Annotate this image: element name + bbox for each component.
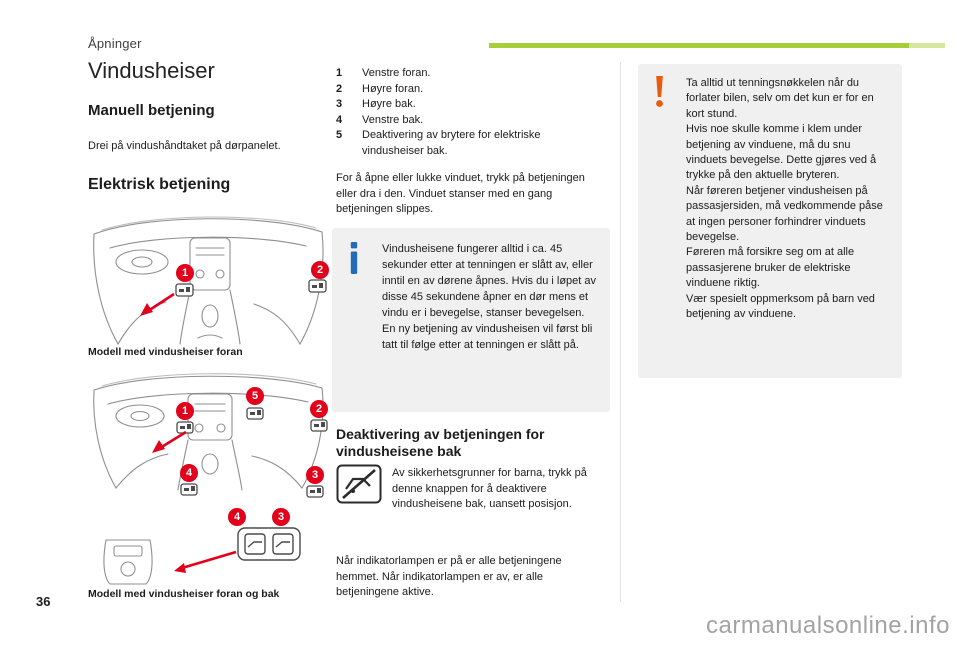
- legend-item: 5 Deaktivering av brytere for elektriske…: [336, 128, 604, 159]
- warning-paragraph: Ta alltid ut tenningsnøkkelen når du for…: [686, 77, 874, 120]
- figure-front-rear-windows: 1 5 2 4 3 4 3: [88, 364, 328, 586]
- callout-badge: 5: [246, 387, 264, 405]
- callout-badge: 1: [176, 264, 194, 282]
- warning-exclamation-icon: [653, 76, 666, 113]
- figure-caption: Modell med vindusheiser foran: [88, 346, 243, 358]
- legend-number: 1: [336, 67, 343, 79]
- rear-console-illustration: [103, 539, 153, 585]
- legend-text: Venstre bak.: [362, 113, 424, 126]
- warning-paragraph: Vær spesielt oppmerksom på barn ved betj…: [686, 292, 875, 321]
- chapter-accent-line-tail: [909, 43, 945, 48]
- legend-number: 4: [336, 113, 343, 126]
- callout-badge: 4: [228, 508, 246, 526]
- legend-number: 5: [336, 129, 343, 141]
- callout-badge: 3: [272, 508, 290, 526]
- manual-paragraph: Drei på vindushåndtaket på dørpanelet.: [88, 140, 281, 152]
- warning-paragraph: Hvis noe skulle komme i klem under betje…: [686, 123, 877, 182]
- info-icon: [348, 242, 360, 279]
- indicator-paragraph: Når indikatorlampen er på er alle betjen…: [336, 555, 562, 598]
- page-number: 36: [36, 594, 51, 609]
- warning-box: Ta alltid ut tenningsnøkkelen når du for…: [638, 64, 902, 378]
- open-close-paragraph: For å åpne eller lukke vinduet, trykk på…: [336, 172, 585, 215]
- watermark: carmanualsonline.info: [706, 612, 950, 639]
- callout-badge: 2: [310, 400, 328, 418]
- warning-paragraph: Føreren må forsikre seg om at alle passa…: [686, 246, 855, 290]
- column-divider: [620, 62, 621, 602]
- chapter-accent-line: [489, 43, 909, 48]
- chapter-label: Åpninger: [88, 36, 142, 51]
- info-box-text: Vindusheisene fungerer alltid i ca. 45 s…: [382, 243, 597, 351]
- legend-text: Deaktivering av brytere for elektriske v…: [362, 129, 541, 157]
- window-switch-icon: [175, 279, 327, 297]
- legend-number: 3: [336, 98, 343, 110]
- legend-item: 3 Høyre bak.: [336, 97, 604, 113]
- deactivation-paragraph: Av sikkerhetsgrunner for barna, trykk på…: [392, 467, 587, 510]
- callout-badge: 1: [176, 402, 194, 420]
- pointer-arrow-icon: [140, 292, 175, 316]
- legend-number: 2: [336, 82, 343, 95]
- page-title: Vindusheiser: [88, 58, 215, 83]
- legend-text: Venstre foran.: [362, 67, 431, 79]
- rear-switch-panel-detail: [237, 527, 301, 561]
- callout-badge: 3: [306, 466, 324, 484]
- figure-caption: Modell med vindusheiser foran og bak: [88, 588, 280, 600]
- legend-text: Høyre bak.: [362, 98, 416, 110]
- section-heading-electric: Elektrisk betjening: [88, 176, 231, 193]
- legend-item: 2 Høyre foran.: [336, 82, 604, 98]
- window-switch-disable-icon: [336, 464, 382, 509]
- legend-item: 1 Venstre foran.: [336, 66, 604, 82]
- warning-paragraph: Når føreren betjener vindusheisen på pas…: [686, 184, 883, 244]
- callout-badge: 2: [311, 261, 329, 279]
- dashboard-front-rear-illustration: [93, 373, 328, 585]
- callout-badge: 4: [180, 464, 198, 482]
- dashboard-front-illustration: [93, 216, 327, 345]
- pointer-arrow-icon: [152, 430, 237, 573]
- legend-text: Høyre foran.: [362, 82, 424, 95]
- section-heading-deactivation: Deaktivering av betjeningen for vindushe…: [336, 426, 545, 459]
- legend-item: 4 Venstre bak.: [336, 113, 604, 129]
- section-heading-manual: Manuell betjening: [88, 102, 215, 119]
- switch-legend: 1 Venstre foran. 2 Høyre foran. 3 Høyre …: [336, 66, 604, 159]
- info-box: Vindusheisene fungerer alltid i ca. 45 s…: [332, 228, 610, 412]
- figure-front-windows: 1 2: [88, 200, 329, 345]
